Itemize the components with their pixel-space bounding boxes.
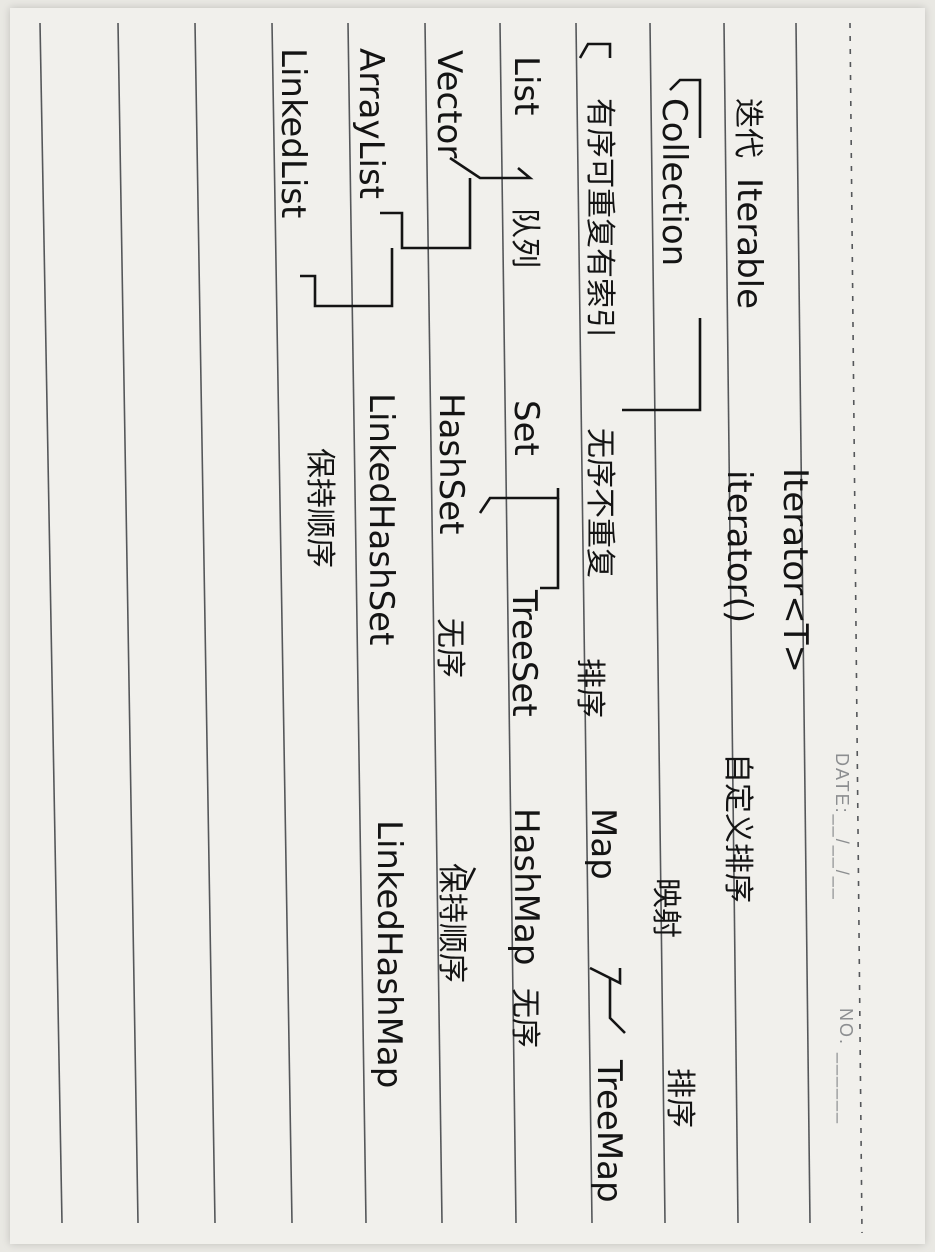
note-arraylist: ArrayList	[351, 48, 391, 199]
note-linkedhashset-order-cn: 保持顺序	[302, 448, 337, 568]
note-ordered-indexed-cn: 有序可重复有索引	[582, 98, 617, 338]
note-queue-cn: 队列	[507, 208, 542, 268]
note-iterator-interface: Iterator<T>	[775, 468, 815, 673]
note-hashmap: HashMap	[506, 808, 546, 965]
note-unordered-unique-cn: 无序不重复	[582, 428, 617, 578]
note-iterator-method: iterator()	[719, 470, 759, 623]
note-hashmap-unordered-cn: 无序	[507, 988, 542, 1048]
note-list: List	[506, 56, 546, 115]
note-linkedhashset: LinkedHashSet	[361, 393, 401, 645]
note-linkedhashmap-order-cn: 保持顺序	[434, 863, 469, 983]
arrow-arraylist-linkedlist	[300, 248, 394, 308]
svg-text:NO. ______: NO. ______	[835, 1008, 856, 1125]
ruled-lines	[39, 22, 863, 1234]
note-mapping-cn: 映射	[648, 878, 683, 938]
note-set: Set	[506, 400, 546, 456]
hierarchy-arrows	[300, 42, 702, 1034]
arrow-vector-arraylist	[380, 178, 472, 250]
arrow-iterable-collection	[669, 78, 702, 138]
arrow-list-vector	[449, 156, 534, 180]
note-iteration-cn: 迭代	[730, 98, 765, 158]
number-header: NO. ______	[835, 1008, 856, 1125]
note-hashset: HashSet	[431, 393, 471, 535]
date-header: DATE:__/__/__	[831, 753, 852, 901]
arrow-collection-list	[578, 42, 612, 59]
note-linkedlist: LinkedList	[273, 48, 313, 218]
arrow-hashmap-linkedhashmap	[463, 867, 477, 889]
note-linkedhashmap: LinkedHashMap	[369, 820, 409, 1088]
svg-text:DATE:__/__/__: DATE:__/__/__	[831, 753, 852, 901]
note-collection: Collection	[654, 98, 694, 266]
note-vector: Vector	[429, 50, 469, 158]
arrow-collection-branch	[622, 318, 702, 412]
arrow-map-treemap	[608, 978, 626, 1034]
note-map: Map	[583, 808, 623, 880]
note-treemap-sorted-cn: 排序	[662, 1068, 697, 1128]
note-treeset: TreeSet	[504, 589, 544, 717]
note-sorted-treeset-cn: 排序	[572, 658, 607, 718]
note-custom-sort-cn: 自定义排序	[720, 753, 755, 903]
handwritten-notes: DATE:__/__/__ NO. ______ Iterable Iterat…	[39, 22, 863, 1234]
arrow-set-hashset	[478, 488, 560, 514]
arrow-map-hashmap	[589, 966, 622, 986]
note-hashset-unordered-cn: 无序	[432, 618, 467, 678]
arrow-set-treeset	[540, 498, 560, 590]
notebook-page: DATE:__/__/__ NO. ______ Iterable Iterat…	[10, 8, 925, 1244]
note-treemap: TreeMap	[589, 1059, 629, 1203]
note-iterable: Iterable	[729, 178, 769, 309]
